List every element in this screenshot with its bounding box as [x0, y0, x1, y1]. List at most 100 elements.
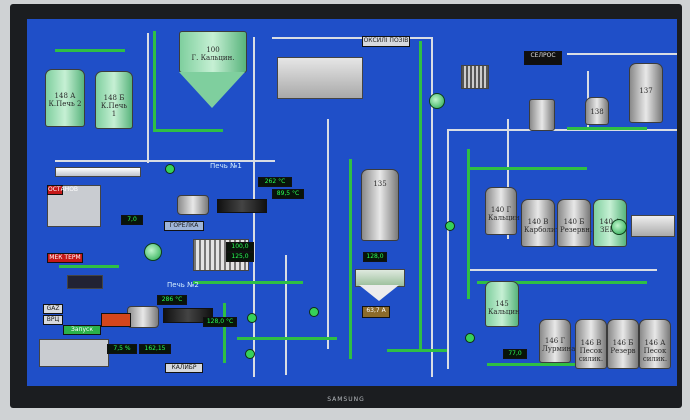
fan2-value: 125,0: [226, 252, 254, 262]
pump[interactable]: [429, 93, 445, 109]
mode-value2: 162,15: [139, 344, 171, 354]
pipe: [567, 53, 677, 55]
tank-label: 145 Кальцин: [488, 299, 520, 316]
indicator-panel: [67, 275, 103, 289]
value-t1: 128,0: [363, 252, 387, 262]
fan1-value: 100,0: [226, 242, 254, 252]
tank-label: 138: [590, 108, 604, 117]
tank-146a[interactable]: 146 Г Лурмина: [539, 319, 576, 363]
gas-label: GAZ: [43, 304, 63, 314]
feeder-unit[interactable]: [631, 215, 675, 237]
oven1-temp2: 89,5 °С: [272, 189, 304, 199]
conveyor: [55, 49, 125, 52]
pipe: [447, 129, 677, 131]
heat-exchanger[interactable]: [461, 65, 489, 89]
mode-button[interactable]: КАЛИБР: [165, 363, 203, 373]
conveyor: [467, 167, 587, 170]
bottom-value: 63,7 А: [362, 306, 390, 318]
monitor-brand-logo: SAMSUNG: [327, 396, 365, 403]
tank-label: 146 В Песок силик.: [578, 339, 604, 364]
valve[interactable]: [445, 221, 455, 231]
tank-label: 140 В Карболит: [524, 218, 560, 235]
tank-label: 140 Г Кальцин: [488, 206, 520, 223]
separator[interactable]: [529, 99, 555, 131]
conveyor: [193, 281, 303, 284]
oven2-temp2: 128,0 °С: [203, 317, 237, 327]
tank-148a[interactable]: 148 А К.Печь 2: [45, 69, 85, 127]
valve[interactable]: [247, 313, 257, 323]
filter-unit[interactable]: [277, 57, 363, 99]
tank-label: 137: [639, 87, 653, 96]
stop-indicator: ОСТАНОВ: [47, 185, 79, 195]
scada-screen: 148 А К.Печь 2 148 Б К.Печь 1 100 Г. Кал…: [27, 19, 677, 386]
pipe: [447, 129, 449, 369]
monitor: 148 А К.Печь 2 148 Б К.Печь 1 100 Г. Кал…: [10, 4, 682, 408]
mekterm-label: МЕК ТЕРМ: [47, 253, 83, 263]
screen-cone: [359, 285, 399, 301]
oven2-label: Печь №2: [167, 281, 199, 289]
oven1-belt: [55, 167, 141, 177]
tank-138[interactable]: 138: [585, 97, 609, 125]
conveyor: [153, 31, 156, 131]
selros-label: СЕЛРОС: [524, 51, 562, 65]
pipe: [327, 119, 329, 349]
oven1-value: 7,0: [121, 215, 143, 225]
tank-137[interactable]: 137: [629, 63, 663, 123]
control-panel-2[interactable]: [39, 339, 109, 367]
top-tag: ОКСИЛІ ПОЗІВ: [362, 36, 410, 47]
oven2-drum[interactable]: [163, 308, 213, 323]
pipe: [272, 37, 432, 39]
tank-label: 140 Б Резервн.: [560, 218, 593, 235]
tank-label: 148 А К.Печь 2: [48, 92, 82, 109]
gorelka-label: ГОРЕЛКА: [164, 221, 204, 231]
tank-146v[interactable]: 146 В Песок силик.: [575, 319, 607, 369]
conveyor: [477, 281, 647, 284]
conveyor: [419, 41, 422, 351]
burner-flame: [101, 313, 131, 327]
tank-140b[interactable]: 140 Б Резервн.: [557, 199, 593, 247]
pipe: [431, 37, 433, 377]
oven2-temp: 286 °С: [157, 295, 187, 305]
hopper-cone: [179, 72, 245, 108]
pump[interactable]: [611, 219, 627, 235]
conveyor: [487, 363, 587, 366]
oven2-chamber[interactable]: [127, 306, 159, 328]
hopper-100[interactable]: 100 Г. Кальцин.: [179, 31, 247, 73]
pipe: [467, 269, 657, 271]
pipe: [285, 255, 287, 375]
tank-135[interactable]: 135: [361, 169, 399, 241]
pipe: [55, 160, 275, 162]
conveyor: [59, 265, 119, 268]
conveyor: [387, 349, 447, 352]
status-button[interactable]: Запуск: [63, 325, 101, 335]
valve[interactable]: [309, 307, 319, 317]
tank-146b[interactable]: 146 Б Резерв: [607, 319, 639, 369]
fan1[interactable]: [144, 243, 162, 261]
mode-value: 7,5 %: [107, 344, 137, 354]
conveyor: [467, 149, 470, 299]
tank-148b[interactable]: 148 Б К.Печь 1: [95, 71, 133, 129]
conveyor: [567, 127, 647, 130]
valve[interactable]: [165, 164, 175, 174]
pipe: [507, 119, 509, 239]
tank-label: 148 Б К.Печь 1: [100, 94, 128, 119]
tank-label: 146 Г Лурмина: [542, 336, 576, 353]
conveyor: [153, 129, 223, 132]
hopper-label: 100 Г. Кальцин.: [191, 46, 235, 62]
tank-label: 146 Б Резерв: [610, 339, 636, 356]
tank-140v[interactable]: 140 В Карболит: [521, 199, 560, 247]
oven1-label: Печь №1: [210, 162, 242, 170]
tank-145[interactable]: 145 Кальцин: [485, 281, 520, 327]
valve[interactable]: [245, 349, 255, 359]
valve[interactable]: [465, 333, 475, 343]
oven1-chamber[interactable]: [177, 195, 209, 215]
conveyor: [223, 303, 226, 363]
tank-140f[interactable]: 140 Г Кальцин: [485, 187, 520, 235]
tank-146aa[interactable]: 146 А Песок силик.: [639, 319, 671, 369]
oven1-drum[interactable]: [217, 199, 267, 213]
tank-label: 135: [373, 180, 387, 188]
pipe: [147, 33, 149, 163]
conveyor: [237, 337, 337, 340]
bpl-label: ВРЦ: [43, 315, 63, 325]
conveyor: [349, 159, 352, 359]
